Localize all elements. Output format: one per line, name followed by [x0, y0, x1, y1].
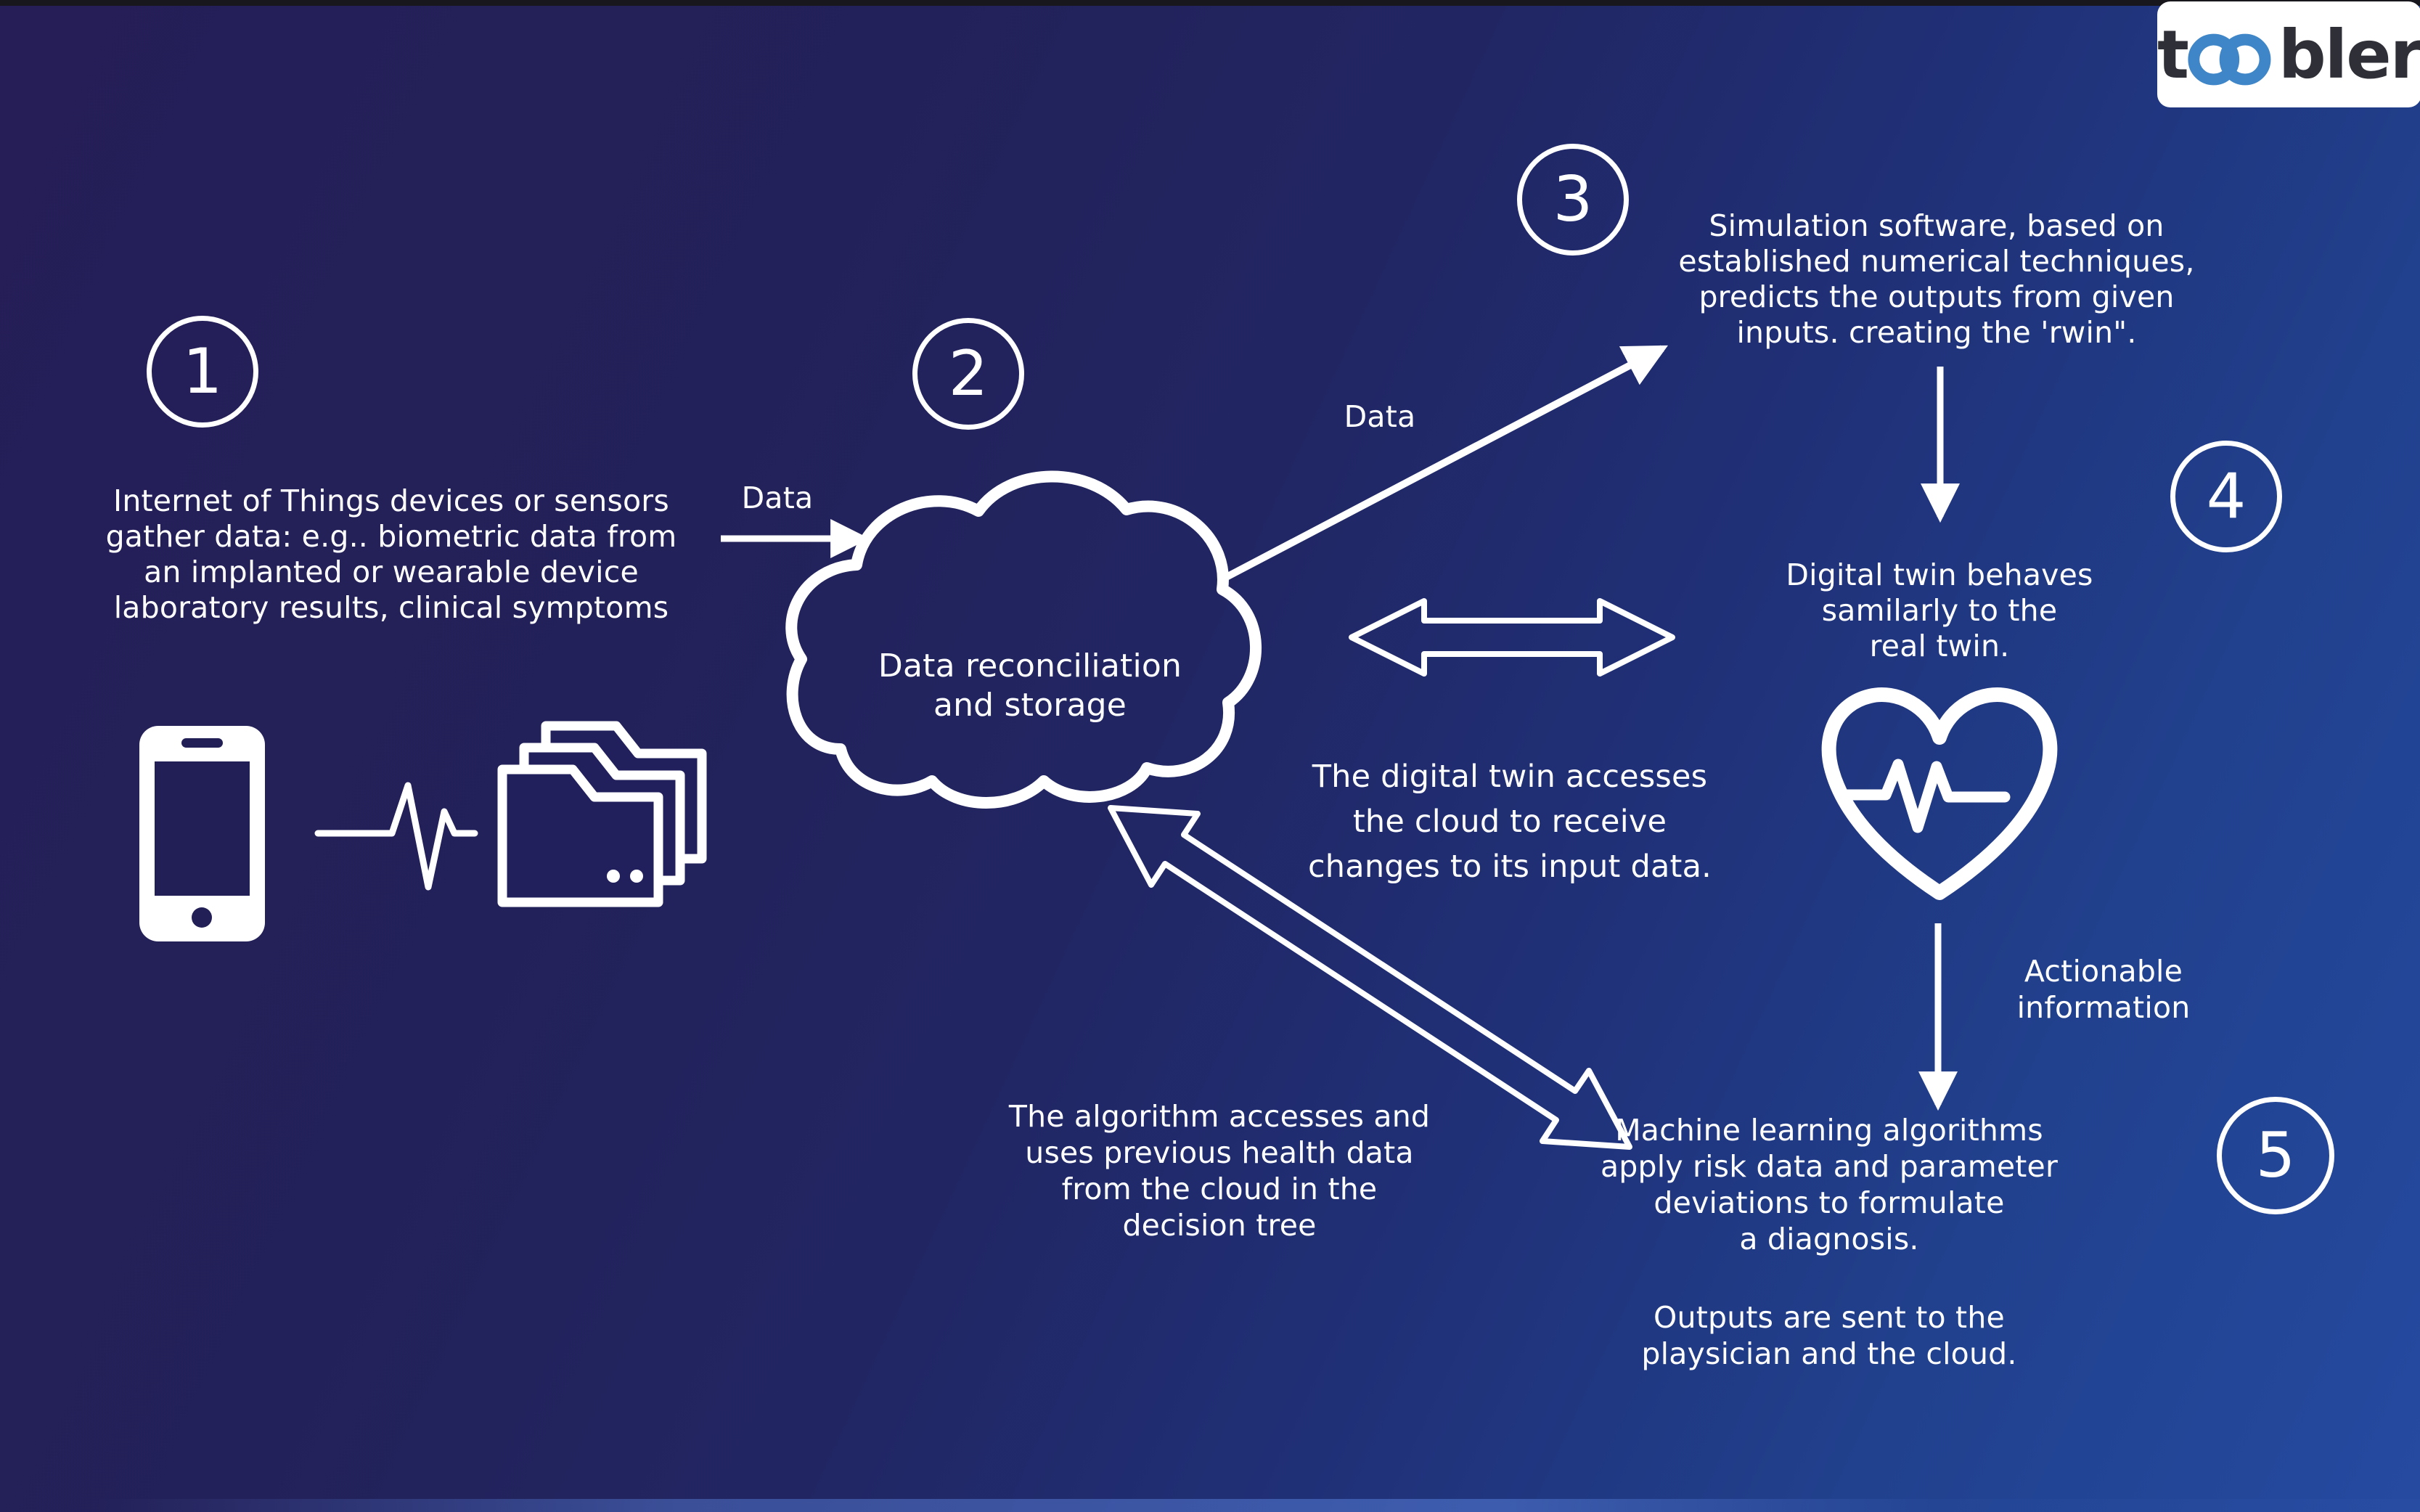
actionable-information-label: Actionable information [2016, 954, 2191, 1025]
data-to-simulation-label: Data [1344, 399, 1416, 434]
step-4-number: 4 [2206, 460, 2247, 533]
data-in-label: Data [741, 481, 814, 515]
twin-cloud-text: The digital twin accesses the cloud to r… [1307, 759, 1712, 885]
step-5-badge: 5 [2217, 1097, 2334, 1214]
stacked-folders-icon [497, 721, 707, 907]
step-2-number: 2 [948, 338, 989, 410]
toobler-logo: t bler [2157, 1, 2420, 107]
step-4-badge: 4 [2170, 441, 2282, 552]
interlocked-rings-icon [2188, 33, 2271, 86]
step-3-number: 3 [1553, 163, 1593, 236]
step-3-text: Simulation software, based on establishe… [1678, 208, 2195, 350]
step-4-text: Digital twin behaves samilarly to the re… [1786, 557, 2093, 663]
heart-pulse-icon [1821, 687, 2058, 900]
step-5-number: 5 [2255, 1119, 2296, 1192]
logo-text-bler: bler [2278, 15, 2420, 94]
step-1-number: 1 [182, 335, 223, 408]
bottom-glow-strip [0, 1499, 2420, 1512]
logo-text-t: t [2157, 15, 2189, 94]
smartphone-icon [139, 726, 265, 941]
data-to-simulation-arrow [1217, 345, 1668, 584]
twin-cloud-double-arrow [1349, 598, 1675, 677]
ecg-pulse-icon [314, 782, 478, 891]
step-1-text: Internet of Things devices or sensors ga… [105, 483, 677, 625]
step-2-badge: 2 [912, 318, 1024, 430]
cloud-label: Data reconciliation and storage [878, 647, 1182, 724]
top-border-strip [0, 0, 2420, 6]
algorithm-cloud-text: The algorithm accesses and uses previous… [1008, 1099, 1431, 1243]
step-5-outputs-text: Outputs are sent to the playsician and t… [1641, 1300, 2017, 1371]
cloud-icon [785, 470, 1262, 809]
step-5-text: Machine learning algorithms apply risk d… [1600, 1113, 2059, 1256]
step-3-badge: 3 [1517, 144, 1629, 256]
algorithm-cloud-double-arrow [1108, 805, 1632, 1150]
step-1-badge: 1 [147, 316, 258, 428]
